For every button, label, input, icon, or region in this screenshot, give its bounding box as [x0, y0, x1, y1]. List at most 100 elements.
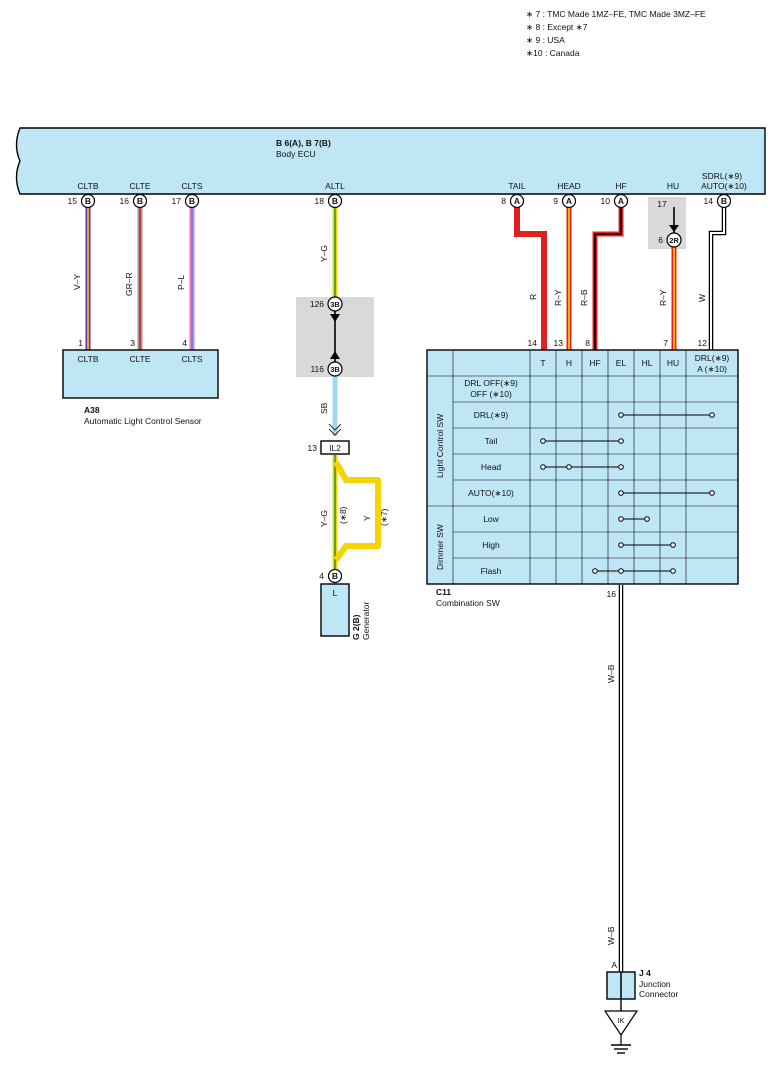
ecu-pin-number: 14 — [704, 196, 714, 206]
inline-connector-3b — [327, 361, 343, 377]
wire-label: W–B — [606, 664, 616, 683]
generator-name: Generator — [361, 602, 371, 640]
junction-pin: A — [611, 960, 617, 970]
combo-column-label: EL — [616, 358, 627, 368]
switch-contact-point — [618, 464, 624, 470]
wire-label: GR–R — [124, 272, 134, 296]
switch-contact-point — [618, 516, 624, 522]
inline-connector-il2 — [320, 440, 350, 455]
combo-pin-number: 12 — [698, 338, 708, 348]
wire-r-tail — [514, 207, 547, 350]
wire-label: Y — [362, 515, 372, 521]
wire-label: P–L — [176, 275, 186, 290]
generator: B 4 L G 2(B) Generator — [319, 568, 371, 640]
ecu-pin-circle — [613, 193, 629, 209]
ecu-pin-conn: A — [514, 196, 520, 206]
switch-contact-point — [540, 464, 546, 470]
switch-contact-point — [618, 412, 624, 418]
ecu-pin-number: 15 — [68, 196, 78, 206]
generator-pin-conn: B — [332, 571, 338, 581]
switch-contact-point — [540, 438, 546, 444]
wire-y-loop — [333, 460, 381, 562]
combo-column-label: HF — [589, 358, 600, 368]
junction-name: Junction — [639, 979, 671, 989]
wires — [85, 207, 727, 972]
wire-note: (∗7) — [379, 508, 389, 526]
junction-connector: A J 4 Junction Connector IK — [603, 960, 678, 1054]
combo-pin-number: 16 — [607, 589, 617, 599]
combo-grid — [427, 350, 738, 584]
switch-contact-point — [618, 438, 624, 444]
generator-code: G 2(B) — [351, 614, 361, 640]
generator-pin-number: 4 — [319, 571, 324, 581]
inline-connector-label: IL2 — [329, 443, 341, 453]
inline-connector-pin: 126 — [310, 299, 324, 309]
ecu-terminal-label: CLTB — [77, 181, 98, 191]
ecu-pin-number: 9 — [553, 196, 558, 206]
wire-w — [708, 207, 727, 350]
ecu-pin-conn: B — [721, 196, 727, 206]
combo-row-label: Head — [481, 462, 502, 472]
note-line: ∗10 : Canada — [526, 48, 580, 58]
combo-row-label: DRL(∗9) — [474, 410, 509, 420]
sensor-pin-number: 4 — [182, 338, 187, 348]
sensor-terminal-label: CLTS — [181, 354, 202, 364]
ecu-pin-number: 16 — [120, 196, 130, 206]
arrow-down-icon — [669, 225, 679, 232]
combo-column-label: T — [540, 358, 545, 368]
switch-contact-point — [618, 490, 624, 496]
combo-row-label: Low — [483, 514, 499, 524]
ecu-pin-conn: A — [566, 196, 572, 206]
combo-group-label: Dimmer SW — [435, 524, 445, 570]
sensor-name: Automatic Light Control Sensor — [84, 416, 202, 426]
wire-label: R–Y — [658, 289, 668, 306]
ecu-pin-number: 10 — [601, 196, 611, 206]
switch-contact-point — [709, 490, 715, 496]
switch-contact-point — [566, 464, 572, 470]
combo-column-label: A (∗10) — [697, 364, 727, 374]
combo-code: C11 — [436, 587, 451, 597]
ecu-pin-circle — [561, 193, 577, 209]
body-ecu: B 6(A), B 7(B) Body ECU CLTB CLTE CLTS A… — [15, 127, 766, 195]
ecu-pin-circle — [80, 193, 96, 209]
inline-connector-pin: 116 — [310, 364, 324, 374]
ecu-pin-number: 17 — [172, 196, 182, 206]
notes: ∗ 7 : TMC Made 1MZ–FE, TMC Made 3MZ–FE ∗… — [526, 9, 706, 58]
inline-connector-pin: 17 — [657, 199, 667, 209]
combo-pin-number: 14 — [528, 338, 538, 348]
switch-contact-point — [709, 412, 715, 418]
inline-connector-3b — [327, 296, 343, 312]
inline-connector-pin: 6 — [658, 235, 663, 245]
wire-label: R–B — [579, 289, 589, 306]
combo-pin-number: 13 — [554, 338, 564, 348]
combo-group-label: Light Control SW — [435, 414, 445, 478]
chevron-down-icon — [328, 423, 342, 431]
ecu-pins: B 15 B 16 B 17 B 18 A 8 A 9 A 10 B 14 — [68, 193, 732, 209]
sensor-box — [62, 349, 219, 399]
switch-contact-point — [618, 542, 624, 548]
wire-note: (∗8) — [338, 506, 348, 524]
ground-icon — [611, 1044, 631, 1054]
switch-contact-point — [644, 516, 650, 522]
ecu-terminal-label: HU — [667, 181, 679, 191]
chevron-down-icon — [328, 428, 342, 436]
inline-connector-label: 3B — [330, 300, 340, 309]
sensor-terminal-label: CLTE — [129, 354, 150, 364]
combo-row-label: OFF (∗10) — [470, 389, 512, 399]
ecu-pin-circle — [509, 193, 525, 209]
switch-contact-point — [670, 568, 676, 574]
generator-pin-circle — [327, 568, 343, 584]
wire-label: SB — [319, 402, 329, 414]
combo-pin-number: 7 — [663, 338, 668, 348]
sensor-pin-number: 1 — [78, 338, 83, 348]
inline-connector-label: 3B — [330, 365, 340, 374]
ground-point-label: IK — [617, 1016, 624, 1025]
ecu-terminal-label: HEAD — [557, 181, 581, 191]
combo-row-label: AUTO(∗10) — [468, 488, 514, 498]
wire-label: R–Y — [553, 289, 563, 306]
junction-code: J 4 — [639, 968, 651, 978]
wire-label: W — [697, 294, 707, 302]
ecu-pin-circle — [132, 193, 148, 209]
switch-contact-point — [670, 542, 676, 548]
